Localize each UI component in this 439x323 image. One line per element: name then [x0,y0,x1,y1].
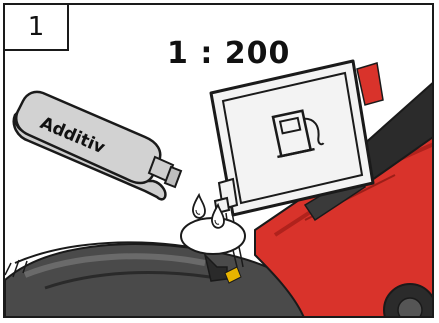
mix-ratio-label: 1 : 200 [167,36,290,72]
step-number: 1 [5,5,69,51]
instruction-figure: Additiv 1 1 : 200 [3,3,434,318]
additive-bottle: Additiv [14,92,181,199]
